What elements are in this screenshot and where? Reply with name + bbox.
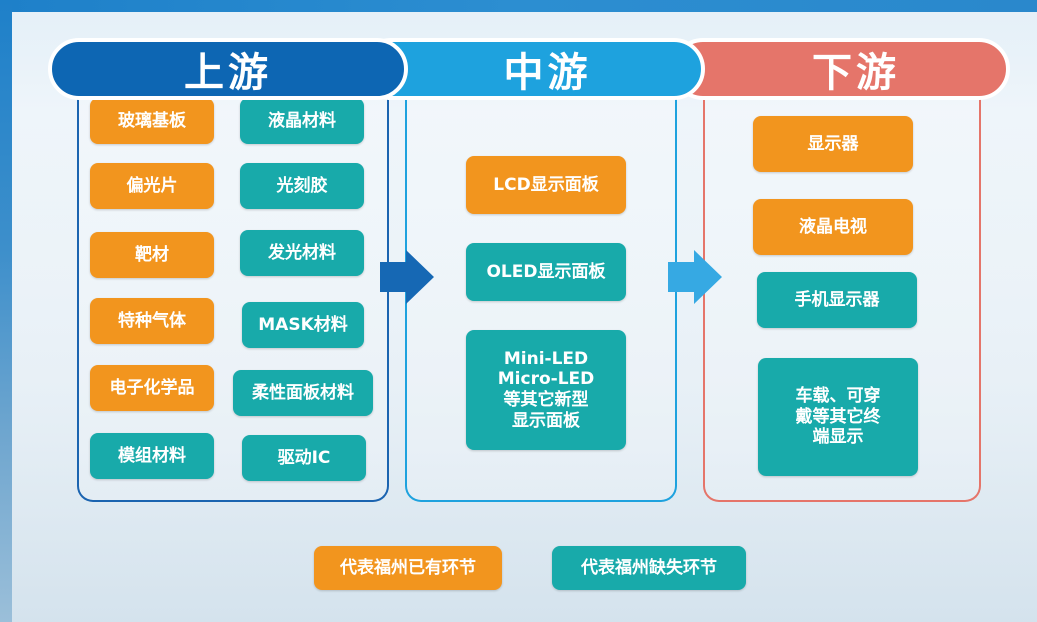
box-driver-ic: 驱动IC: [242, 435, 366, 481]
box-special-gas: 特种气体: [90, 298, 214, 344]
new-type-line-3: 等其它新型: [503, 390, 589, 410]
upstream-header: 上游: [48, 38, 408, 100]
box-glass-substrate: 玻璃基板: [90, 98, 214, 144]
wearable-line-2: 戴等其它终: [795, 406, 881, 427]
box-flexible-panel: 柔性面板材料: [233, 370, 373, 416]
box-mask-material: MASK材料: [242, 302, 364, 348]
box-lc-material: 液晶材料: [240, 98, 364, 144]
box-luminescent: 发光材料: [240, 230, 364, 276]
wearable-line-1: 车载、可穿: [795, 385, 881, 406]
top-strip: [0, 0, 1037, 12]
box-monitor: 显示器: [753, 116, 913, 172]
new-type-line-2: Micro-LED: [497, 369, 595, 390]
arrow-mid-to-down-icon: [668, 250, 722, 304]
left-strip: [0, 0, 12, 622]
legend-missing: 代表福州缺失环节: [552, 546, 746, 590]
box-new-type-panel: Mini-LED Micro-LED 等其它新型 显示面板: [466, 330, 626, 450]
midstream-header: 中游: [360, 38, 705, 100]
box-wearable-display: 车载、可穿 戴等其它终 端显示: [758, 358, 918, 476]
new-type-line-1: Mini-LED: [503, 348, 589, 369]
box-lcd-tv: 液晶电视: [753, 199, 913, 255]
box-oled-panel: OLED显示面板: [466, 243, 626, 301]
downstream-header: 下游: [672, 38, 1010, 100]
box-electronic-chemicals: 电子化学品: [90, 365, 214, 411]
legend-existing: 代表福州已有环节: [314, 546, 502, 590]
new-type-line-4: 显示面板: [512, 410, 580, 431]
box-photoresist: 光刻胶: [240, 163, 364, 209]
box-module-material: 模组材料: [90, 433, 214, 479]
arrow-up-to-mid-icon: [380, 250, 434, 304]
box-lcd-panel: LCD显示面板: [466, 156, 626, 214]
box-polarizer: 偏光片: [90, 163, 214, 209]
box-phone-display: 手机显示器: [757, 272, 917, 328]
wearable-line-3: 端显示: [812, 427, 864, 448]
box-target: 靶材: [90, 232, 214, 278]
